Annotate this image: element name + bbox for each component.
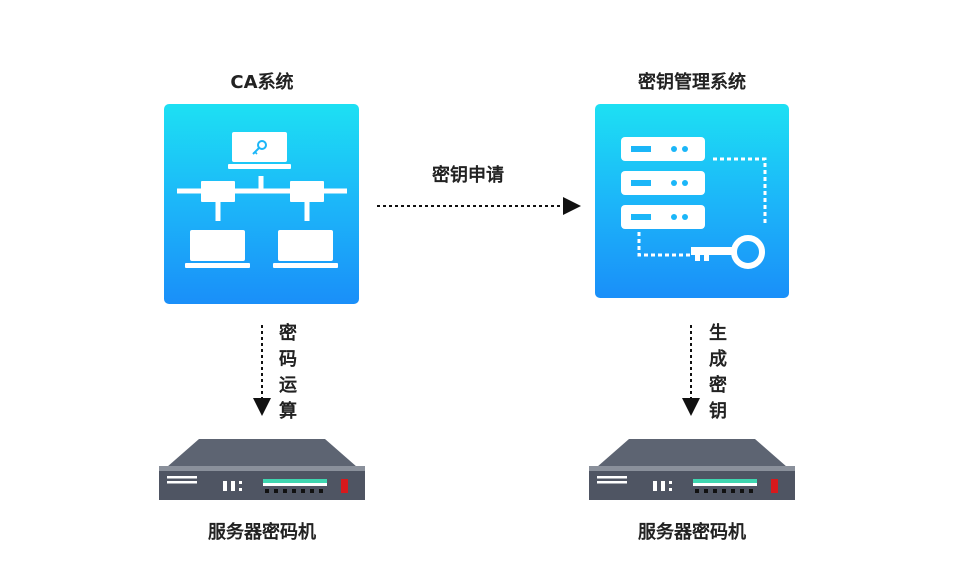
right-device-label: 服务器密码机 bbox=[638, 522, 746, 543]
rack-server-icon bbox=[159, 439, 365, 500]
server-key-icon bbox=[621, 137, 767, 269]
rack-server-icon bbox=[589, 439, 795, 500]
kms-title: 密钥管理系统 bbox=[638, 72, 746, 93]
ca-system-panel bbox=[164, 104, 359, 304]
kms-panel bbox=[595, 104, 789, 298]
generate-key-label: 生成密钥 bbox=[709, 323, 727, 422]
network-topology-icon bbox=[177, 132, 347, 268]
left-device-label: 服务器密码机 bbox=[208, 522, 316, 543]
key-request-label: 密钥申请 bbox=[432, 165, 504, 186]
crypto-ops-label: 密码运算 bbox=[279, 323, 297, 422]
ca-system-title: CA系统 bbox=[230, 72, 294, 93]
